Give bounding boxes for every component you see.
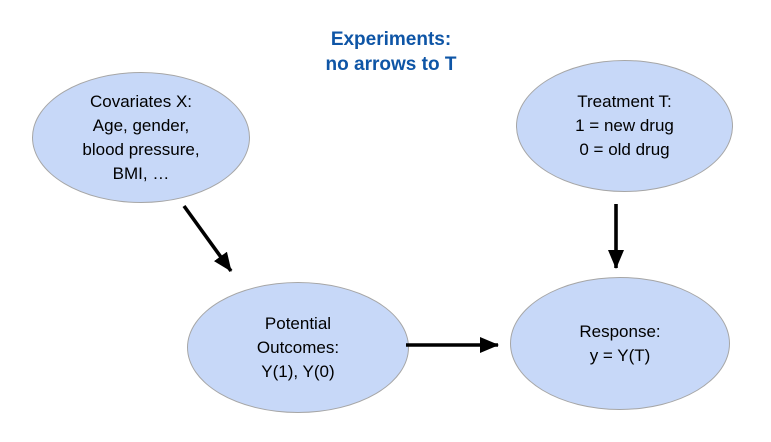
node-potential-outcomes: Potential Outcomes: Y(1), Y(0): [187, 282, 409, 413]
node-response-label: Response: y = Y(T): [579, 320, 660, 368]
node-potential-outcomes-label: Potential Outcomes: Y(1), Y(0): [257, 312, 339, 384]
diagram-title-line2: no arrows to T: [325, 54, 457, 75]
node-potential-outcomes-line: Y(1), Y(0): [261, 361, 335, 381]
arrow-covariates-to-potential-outcomes-icon: [182, 204, 233, 273]
node-potential-outcomes-line: Outcomes:: [256, 337, 340, 357]
diagram-title-line1: Experiments:: [330, 29, 452, 50]
diagram-title: Experiments: no arrows to T: [241, 27, 541, 77]
node-covariates-label: Covariates X: Age, gender, blood pressur…: [82, 90, 199, 186]
node-covariates-line: blood pressure,: [82, 139, 200, 159]
node-covariates: Covariates X: Age, gender, blood pressur…: [32, 72, 250, 203]
node-treatment-line: Treatment T:: [577, 92, 672, 111]
node-response-line: y = Y(T): [589, 345, 651, 365]
node-covariates-line: Age, gender,: [92, 115, 190, 135]
node-treatment: Treatment T: 1 = new drug 0 = old drug: [516, 60, 733, 192]
node-covariates-line: Covariates X:: [89, 91, 193, 111]
node-response: Response: y = Y(T): [510, 277, 730, 410]
node-potential-outcomes-line: Potential: [264, 313, 332, 333]
node-response-line: Response:: [579, 321, 661, 341]
node-treatment-label: Treatment T: 1 = new drug 0 = old drug: [575, 90, 674, 162]
node-covariates-line: BMI, …: [112, 163, 170, 183]
node-treatment-line: 1 = new drug: [575, 116, 674, 135]
node-treatment-line: 0 = old drug: [579, 140, 670, 159]
